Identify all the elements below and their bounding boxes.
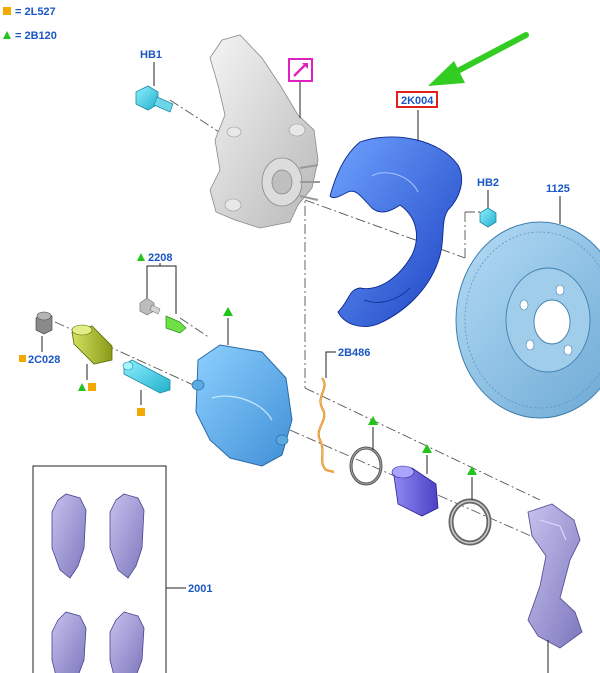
- piston-seal: [448, 498, 492, 546]
- marker-square-pin: [137, 408, 145, 416]
- guide-pin: [122, 359, 171, 394]
- label-2k004: 2K004: [401, 95, 434, 107]
- label-hb1: HB1: [140, 49, 162, 61]
- label-2208: 2208: [148, 252, 172, 264]
- green-arrow-pointer: [428, 32, 529, 86]
- brake-disc-shield: [329, 136, 462, 327]
- shield-label-highlight: [396, 91, 438, 108]
- bolt-kit-leader: [146, 265, 177, 314]
- brake-pad-1: [51, 493, 87, 579]
- wear-sensor-wire: [317, 377, 335, 474]
- hb1-bolt: [135, 85, 174, 113]
- marker-triangle-caliper: [223, 307, 233, 316]
- caliper-piston: [391, 465, 439, 517]
- steering-knuckle: [209, 34, 320, 229]
- marker-square-sleeve: [88, 383, 96, 391]
- hb2-screw: [479, 207, 497, 228]
- brake-disc: [455, 221, 600, 419]
- legend-text-2b120: = 2B120: [15, 30, 57, 42]
- legend: = 2L527 = 2B120: [3, 6, 57, 42]
- brake-pad-set: [32, 465, 167, 673]
- guide-pin-bolts: [139, 297, 187, 334]
- marker-square-2c028: [19, 355, 26, 362]
- brake-pad-frame: [32, 465, 167, 673]
- brake-pad-2: [109, 493, 145, 579]
- label-2b486: 2B486: [338, 347, 370, 359]
- dust-boot-ring: [349, 446, 383, 486]
- square-marker-icon: [3, 7, 11, 15]
- brake-pad-3: [51, 611, 87, 673]
- marker-triangle-sleeve: [78, 383, 86, 391]
- marker-triangle-2208: [137, 253, 145, 261]
- caliper-bracket: [527, 503, 583, 649]
- brake-caliper: [191, 344, 293, 467]
- label-2c028: 2C028: [28, 354, 60, 366]
- legend-item-2b120: = 2B120: [3, 30, 57, 42]
- wear-sensor-leader: [325, 351, 336, 378]
- guide-sleeve: [71, 324, 113, 365]
- label-2001: 2001: [188, 583, 212, 595]
- marker-triangle-piston: [422, 444, 432, 453]
- label-1125: 1125: [546, 183, 570, 195]
- marker-triangle-piston-seal: [467, 466, 477, 475]
- pencil-note-icon: [288, 58, 313, 82]
- label-hb2: HB2: [477, 177, 499, 189]
- triangle-marker-icon: [3, 31, 11, 39]
- legend-item-2l527: = 2L527: [3, 6, 56, 18]
- legend-text-2l527: = 2L527: [15, 6, 56, 18]
- brake-pad-4: [109, 611, 145, 673]
- dust-cap: [35, 311, 53, 335]
- marker-triangle-seal: [368, 416, 378, 425]
